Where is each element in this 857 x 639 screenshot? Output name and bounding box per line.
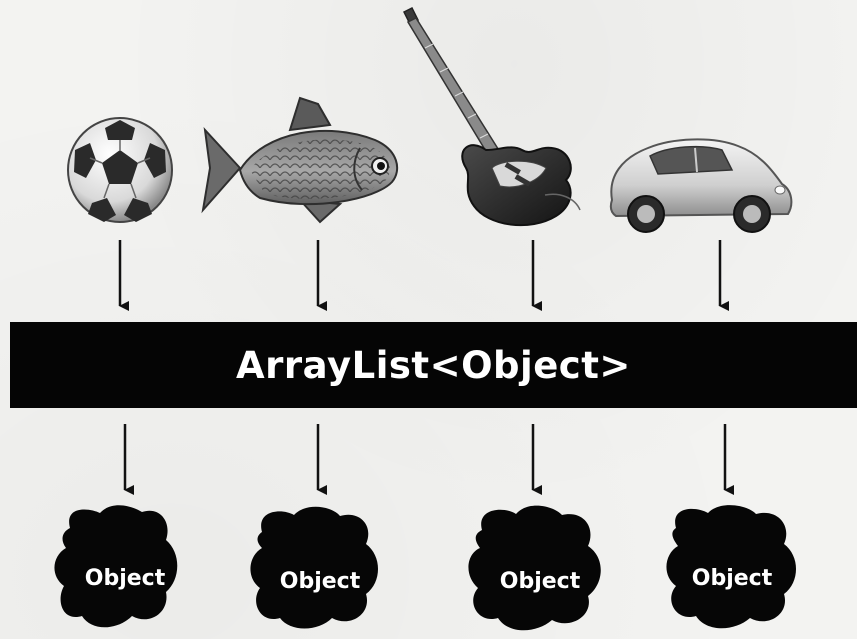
object-label-4: Object [691,566,773,591]
output-arrows [123,424,734,495]
arraylist-container-bar: ArrayList<Object> [10,322,857,408]
electric-guitar-icon [402,6,581,227]
object-label-2: Object [279,569,361,594]
soccer-ball-icon [67,117,173,223]
object-blob-2 [250,506,378,629]
object-label-3: Object [499,569,581,594]
object-blobs [54,505,796,631]
object-blob-1 [54,505,178,628]
object-blob-4 [666,505,796,629]
arraylist-label: ArrayList<Object> [236,343,631,387]
fish-icon [201,96,399,224]
car-icon [609,138,793,233]
object-blob-3 [468,505,601,631]
input-arrows [118,240,729,311]
object-label-1: Object [84,566,166,591]
